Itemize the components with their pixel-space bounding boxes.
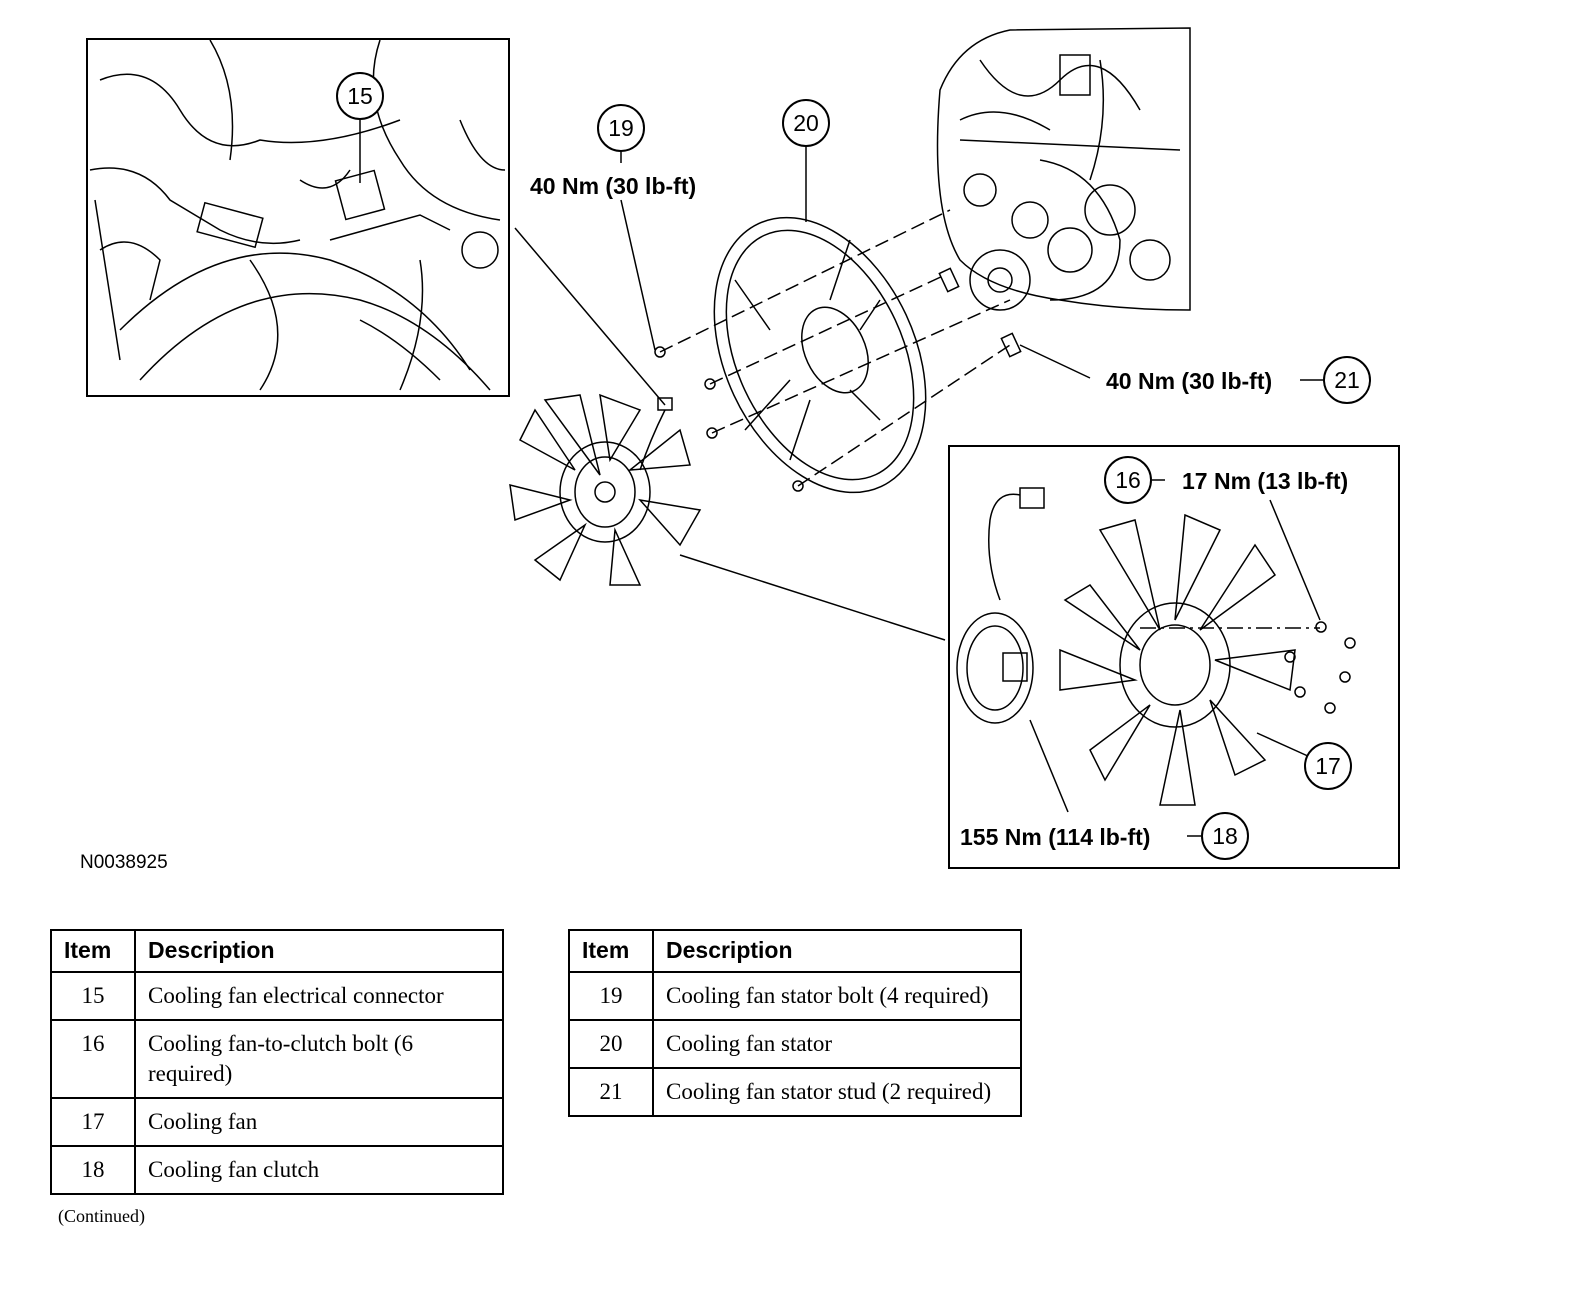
table-row: 15 Cooling fan electrical connector: [50, 971, 504, 1021]
item-number: 16: [50, 1019, 136, 1099]
callout-number: 15: [347, 83, 373, 109]
callout-15: 15: [336, 72, 384, 120]
fan-assembly-illustration: [509, 393, 702, 586]
fan-clutch-detail-inset: [948, 445, 1400, 869]
callout-18: 18 155 Nm (114 lb-ft): [960, 812, 1249, 860]
figure-id: N0038925: [80, 852, 168, 873]
callout-number: 20: [793, 110, 819, 136]
leader-lines: [359, 120, 1324, 837]
callout-17: 17: [1304, 742, 1352, 790]
callout-number: 18: [1212, 823, 1238, 849]
legend-table-left: Item Description 15 Cooling fan electric…: [50, 929, 504, 1195]
description-header: Description: [134, 929, 504, 973]
callout-16: 16 17 Nm (13 lb-ft): [1104, 456, 1348, 504]
torque-spec: 17 Nm (13 lb-ft): [1182, 468, 1348, 494]
alignment-lines: [659, 209, 1320, 629]
callout-number: 16: [1115, 467, 1141, 493]
item-description: Cooling fan stator stud (2 required): [652, 1067, 1022, 1117]
item-number: 17: [50, 1097, 136, 1147]
connector-detail-inset: [86, 38, 510, 397]
item-number: 18: [50, 1145, 136, 1195]
callout-number: 17: [1315, 753, 1341, 779]
table-row: 16 Cooling fan-to-clutch bolt (6 require…: [50, 1019, 504, 1099]
item-number: 20: [568, 1019, 654, 1069]
item-number: 21: [568, 1067, 654, 1117]
exploded-view-diagram: 15 16 17 Nm (13 lb-ft) 17 18 155 Nm (114…: [86, 27, 1400, 869]
callout-20: 20: [782, 99, 830, 147]
callout-19: 19 40 Nm (30 lb-ft): [530, 104, 696, 199]
item-description: Cooling fan electrical connector: [134, 971, 504, 1021]
torque-spec: 40 Nm (30 lb-ft): [530, 173, 696, 199]
item-description: Cooling fan clutch: [134, 1145, 504, 1195]
table-row: 17 Cooling fan: [50, 1097, 504, 1147]
item-number: 19: [568, 971, 654, 1021]
table-row: 18 Cooling fan clutch: [50, 1145, 504, 1195]
stator-stud-illustration: [654, 267, 1022, 492]
callout-21: 21 40 Nm (30 lb-ft): [1106, 356, 1371, 404]
table-row: 19 Cooling fan stator bolt (4 required): [568, 971, 1022, 1021]
item-header: Item: [568, 929, 654, 973]
fan-stator-illustration: [713, 216, 927, 494]
item-description: Cooling fan stator: [652, 1019, 1022, 1069]
table-row: 20 Cooling fan stator: [568, 1019, 1022, 1069]
torque-spec: 155 Nm (114 lb-ft): [960, 824, 1150, 850]
legend-table-right: Item Description 19 Cooling fan stator b…: [568, 929, 1022, 1117]
torque-spec: 40 Nm (30 lb-ft): [1106, 368, 1272, 394]
callout-number: 19: [608, 115, 634, 141]
item-description: Cooling fan stator bolt (4 required): [652, 971, 1022, 1021]
item-description: Cooling fan: [134, 1097, 504, 1147]
description-header: Description: [652, 929, 1022, 973]
item-description: Cooling fan-to-clutch bolt (6 required): [134, 1019, 504, 1099]
table-row: 21 Cooling fan stator stud (2 required): [568, 1067, 1022, 1117]
continued-note: (Continued): [58, 1206, 145, 1226]
item-number: 15: [50, 971, 136, 1021]
item-header: Item: [50, 929, 136, 973]
engine-illustration: [936, 27, 1191, 311]
callout-number: 21: [1334, 367, 1360, 393]
